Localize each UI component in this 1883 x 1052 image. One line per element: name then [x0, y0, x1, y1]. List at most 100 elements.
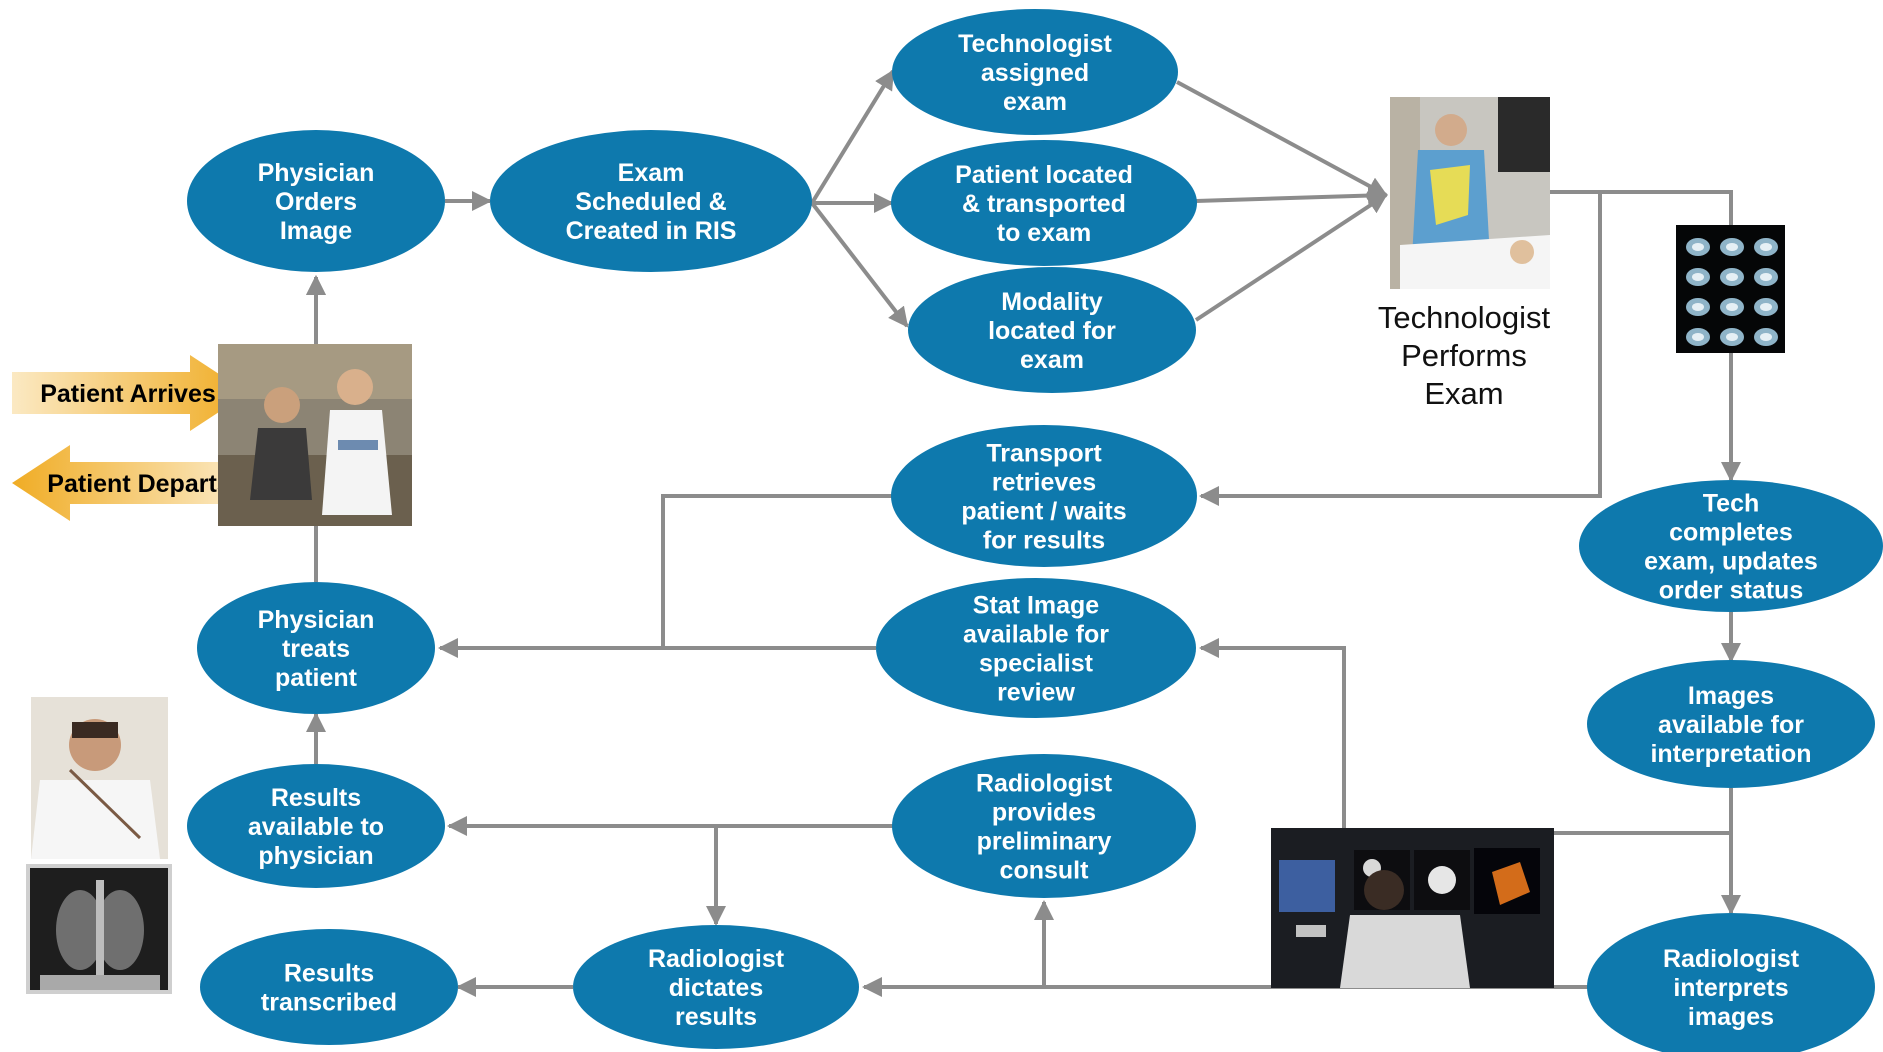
node-label-line: to exam [997, 219, 1091, 247]
caption-line-2: Performs [1401, 338, 1527, 373]
technologist-performs-caption: Technologist Performs Exam [1378, 300, 1551, 411]
arrow-workstation-to-stat [1199, 638, 1346, 833]
node-label-line: located for [988, 317, 1116, 345]
node-label-line: completes [1669, 519, 1793, 547]
node-label-line: transcribed [261, 989, 397, 1017]
node-label-line: Results [284, 960, 374, 988]
node-label-line: Orders [275, 188, 357, 216]
node-label-line: Physician [258, 159, 375, 187]
ct-slice-core [1726, 273, 1738, 281]
node-label-line: dictates [669, 974, 763, 1002]
node-shape [490, 130, 812, 272]
ct-slice-core [1760, 273, 1772, 281]
node-label-line: available for [1658, 711, 1804, 739]
node-shape [1587, 913, 1875, 1052]
doctor-patient-photo-icon [218, 344, 412, 526]
node-label-line: images [1688, 1003, 1774, 1031]
node-label-line: exam, updates [1644, 548, 1818, 576]
node-label-line: physician [258, 842, 373, 870]
caption-line-3: Exam [1424, 376, 1503, 411]
ct-slice-core [1760, 303, 1772, 311]
ct-slice-core [1726, 303, 1738, 311]
ct-scan-sheet-icon [1676, 225, 1785, 353]
node-shape [876, 578, 1196, 718]
node-label-line: Radiologist [976, 770, 1113, 798]
node-label-line: Image [280, 217, 352, 245]
node-label-line: treats [282, 635, 350, 663]
node-shape [200, 929, 458, 1045]
ct-slice-core [1726, 333, 1738, 341]
chest-xray-image-icon [26, 864, 172, 994]
ct-slice-core [1692, 273, 1704, 281]
node-label-line: Created in RIS [566, 217, 737, 245]
arrow-images-to-workstation [1554, 788, 1733, 835]
node-label-line: available to [248, 813, 384, 841]
node-label-line: Physician [258, 606, 375, 634]
node-label-line: preliminary [977, 828, 1112, 856]
patient-arrives-arrow: Patient Arrives [12, 355, 248, 431]
arrow-tech-to-completes [1550, 190, 1741, 482]
node-label-line: available for [963, 621, 1109, 649]
radiologist-workstation-photo-icon [1271, 828, 1554, 988]
node-shape [908, 267, 1196, 393]
technologist-exam-photo-icon [1390, 97, 1550, 289]
node-shape [891, 140, 1197, 266]
node-label-line: Scheduled & [575, 188, 726, 216]
arrow-modality-to-tech [1194, 193, 1388, 322]
node-label-line: Stat Image [973, 592, 1100, 620]
node-label-line: consult [1000, 857, 1090, 885]
node-shape [187, 130, 445, 272]
node-label-line: patient [275, 664, 358, 692]
node-shape [197, 582, 435, 714]
ct-slice-core [1692, 243, 1704, 251]
node-label-line: Technologist [958, 30, 1112, 58]
node-shape [1587, 660, 1875, 788]
node-label-line: order status [1659, 577, 1803, 605]
patient-departs-arrow: Patient Departs [12, 445, 240, 521]
ct-slice-core [1760, 243, 1772, 251]
node-label-line: provides [992, 799, 1096, 827]
node-shape [1579, 480, 1883, 612]
arrow-transport-to-treats [661, 494, 893, 648]
node-label-line: interprets [1673, 974, 1788, 1002]
node-label-line: retrieves [992, 469, 1096, 497]
arrow-tech-to-transport [1199, 190, 1602, 506]
node-label-line: Patient located [955, 161, 1133, 189]
caption-line-1: Technologist [1378, 300, 1551, 335]
node-label-line: Transport [986, 440, 1102, 468]
node-label-line: review [997, 679, 1075, 707]
node-label-line: interpretation [1650, 740, 1811, 768]
ct-slice-core [1692, 333, 1704, 341]
node-label-line: Modality [1001, 288, 1102, 316]
arrow-scheduled-to-modality [810, 201, 909, 328]
node-shape [573, 925, 859, 1049]
node-label-line: for results [983, 527, 1105, 555]
node-label-line: results [675, 1003, 757, 1031]
doctor-reading-photo-icon [31, 697, 168, 859]
arrow-assigned-to-tech [1176, 80, 1388, 197]
node-label-line: Radiologist [1663, 945, 1800, 973]
node-label-line: & transported [962, 190, 1126, 218]
arrow-located-to-tech [1195, 185, 1388, 206]
node-label-line: exam [1020, 346, 1084, 374]
node-label-line: Tech [1703, 490, 1760, 518]
ct-slice-core [1692, 303, 1704, 311]
patient-arrives-label: Patient Arrives [40, 380, 216, 408]
